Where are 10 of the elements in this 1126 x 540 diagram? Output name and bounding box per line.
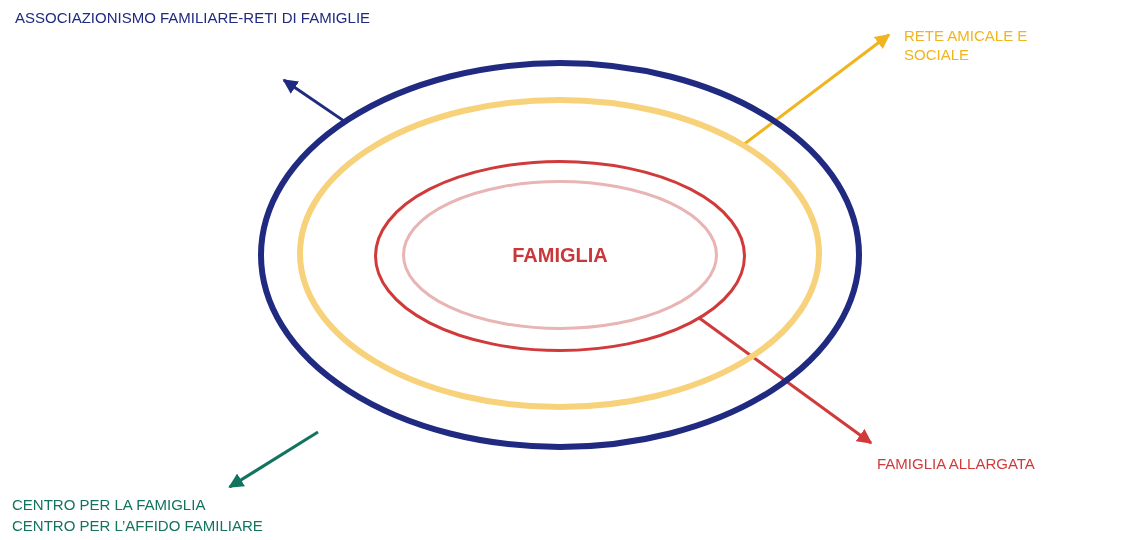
ring-label: CENTRO PER L’AFFIDO FAMILIARE xyxy=(12,516,263,535)
ring-label: CENTRO PER LA FAMIGLIA xyxy=(12,495,206,514)
ring-label: FAMIGLIA ALLARGATA xyxy=(877,454,1035,473)
arrow xyxy=(698,316,873,445)
arrow xyxy=(282,78,346,123)
arrow xyxy=(742,33,891,147)
center-label: FAMIGLIA xyxy=(511,243,609,267)
arrow xyxy=(228,430,319,489)
ring-label: RETE AMICALE E SOCIALE xyxy=(904,26,1029,64)
ring-label: ASSOCIAZIONISMO FAMILIARE-RETI DI FAMIGLIE xyxy=(15,8,371,27)
